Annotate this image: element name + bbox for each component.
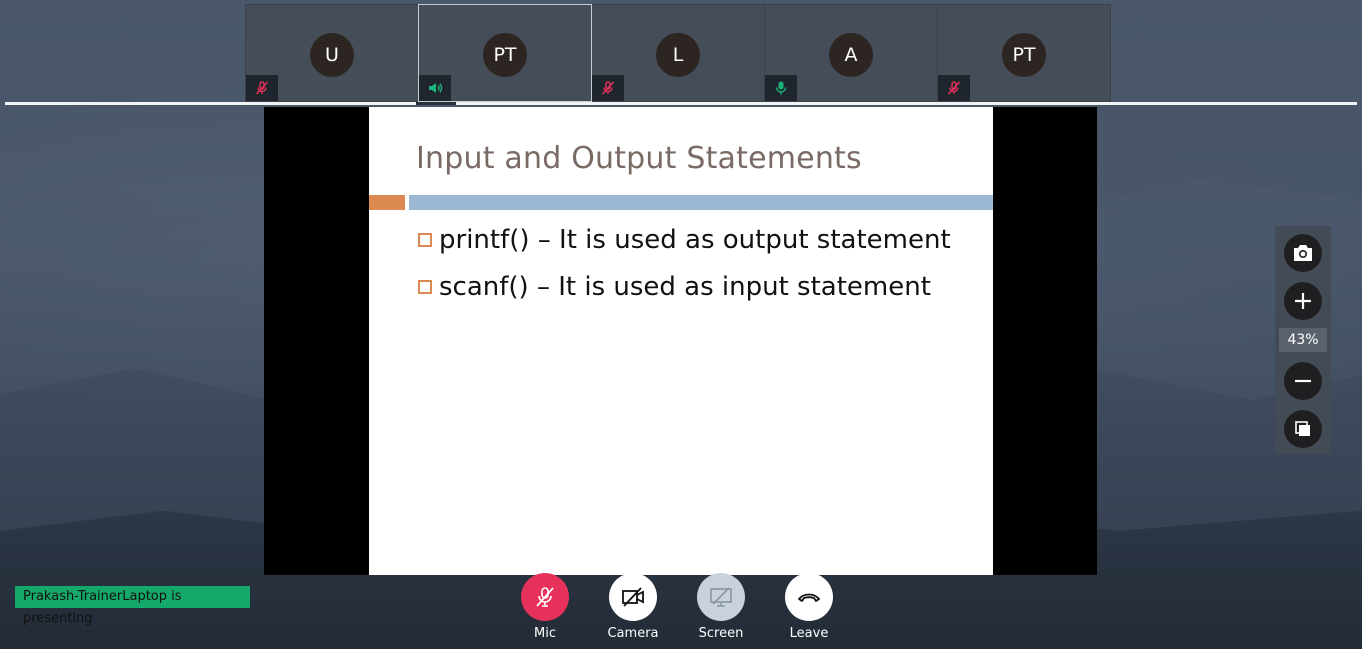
- avatar: PT: [483, 33, 527, 77]
- leave-label: Leave: [789, 626, 829, 641]
- screen-share-button[interactable]: [697, 573, 745, 621]
- camera-off-icon: [622, 587, 644, 607]
- slide-bullet: printf() – It is used as output statemen…: [418, 225, 951, 255]
- hang-up-icon: [798, 593, 820, 602]
- slide-title: Input and Output Statements: [416, 141, 862, 176]
- bullet-square-icon: [418, 233, 432, 247]
- speaker-volume-icon: [419, 75, 451, 101]
- avatar: L: [656, 33, 700, 77]
- participant-tile-active[interactable]: PT: [418, 4, 592, 102]
- leave-button[interactable]: [785, 573, 833, 621]
- participant-tile[interactable]: U: [245, 4, 419, 102]
- screen-label: Screen: [698, 626, 744, 641]
- mic-button[interactable]: [521, 573, 569, 621]
- zoom-level: 43%: [1279, 328, 1327, 352]
- slide-bullet: scanf() – It is used as input statement: [418, 272, 931, 302]
- participant-strip: U PT L A PT: [245, 4, 1117, 102]
- zoom-in-button[interactable]: [1284, 282, 1322, 320]
- mic-muted-icon: [246, 75, 278, 101]
- snapshot-button[interactable]: [1284, 234, 1322, 272]
- camera-control[interactable]: Camera: [603, 573, 663, 641]
- slide-accent-bar: [409, 195, 993, 210]
- avatar: PT: [1002, 33, 1046, 77]
- slide-bullet-text: printf() – It is used as output statemen…: [439, 225, 951, 255]
- avatar: U: [310, 33, 354, 77]
- participant-tile[interactable]: A: [764, 4, 938, 102]
- screen-control[interactable]: Screen: [691, 573, 751, 641]
- mic-label: Mic: [534, 626, 556, 641]
- minus-icon: [1295, 379, 1311, 383]
- camera-icon: [1294, 245, 1312, 261]
- leave-control[interactable]: Leave: [779, 573, 839, 641]
- mic-muted-icon: [938, 75, 970, 101]
- presentation-slide: Input and Output Statements printf() – I…: [369, 107, 993, 575]
- slide-accent-bar: [369, 195, 405, 210]
- participant-tile[interactable]: L: [591, 4, 765, 102]
- mic-muted-icon: [592, 75, 624, 101]
- plus-icon: [1295, 293, 1311, 309]
- mic-on-icon: [765, 75, 797, 101]
- avatar: A: [829, 33, 873, 77]
- mic-muted-icon: [536, 587, 554, 607]
- zoom-toolbar: 43%: [1275, 226, 1331, 454]
- zoom-out-button[interactable]: [1284, 362, 1322, 400]
- presenting-banner: Prakash-TrainerLaptop is presenting: [15, 586, 250, 626]
- screen-share-view[interactable]: Input and Output Statements printf() – I…: [264, 107, 1097, 575]
- mic-control[interactable]: Mic: [515, 573, 575, 641]
- slide-bullet-text: scanf() – It is used as input statement: [439, 272, 931, 302]
- participant-tile[interactable]: PT: [937, 4, 1111, 102]
- strip-scroll-indicator: [416, 102, 456, 105]
- fit-screen-button[interactable]: [1284, 410, 1322, 448]
- screen-share-off-icon: [710, 587, 732, 607]
- bullet-square-icon: [418, 280, 432, 294]
- divider: [5, 102, 1357, 105]
- copy-window-icon: [1295, 421, 1310, 436]
- camera-button[interactable]: [609, 573, 657, 621]
- camera-label: Camera: [607, 626, 659, 641]
